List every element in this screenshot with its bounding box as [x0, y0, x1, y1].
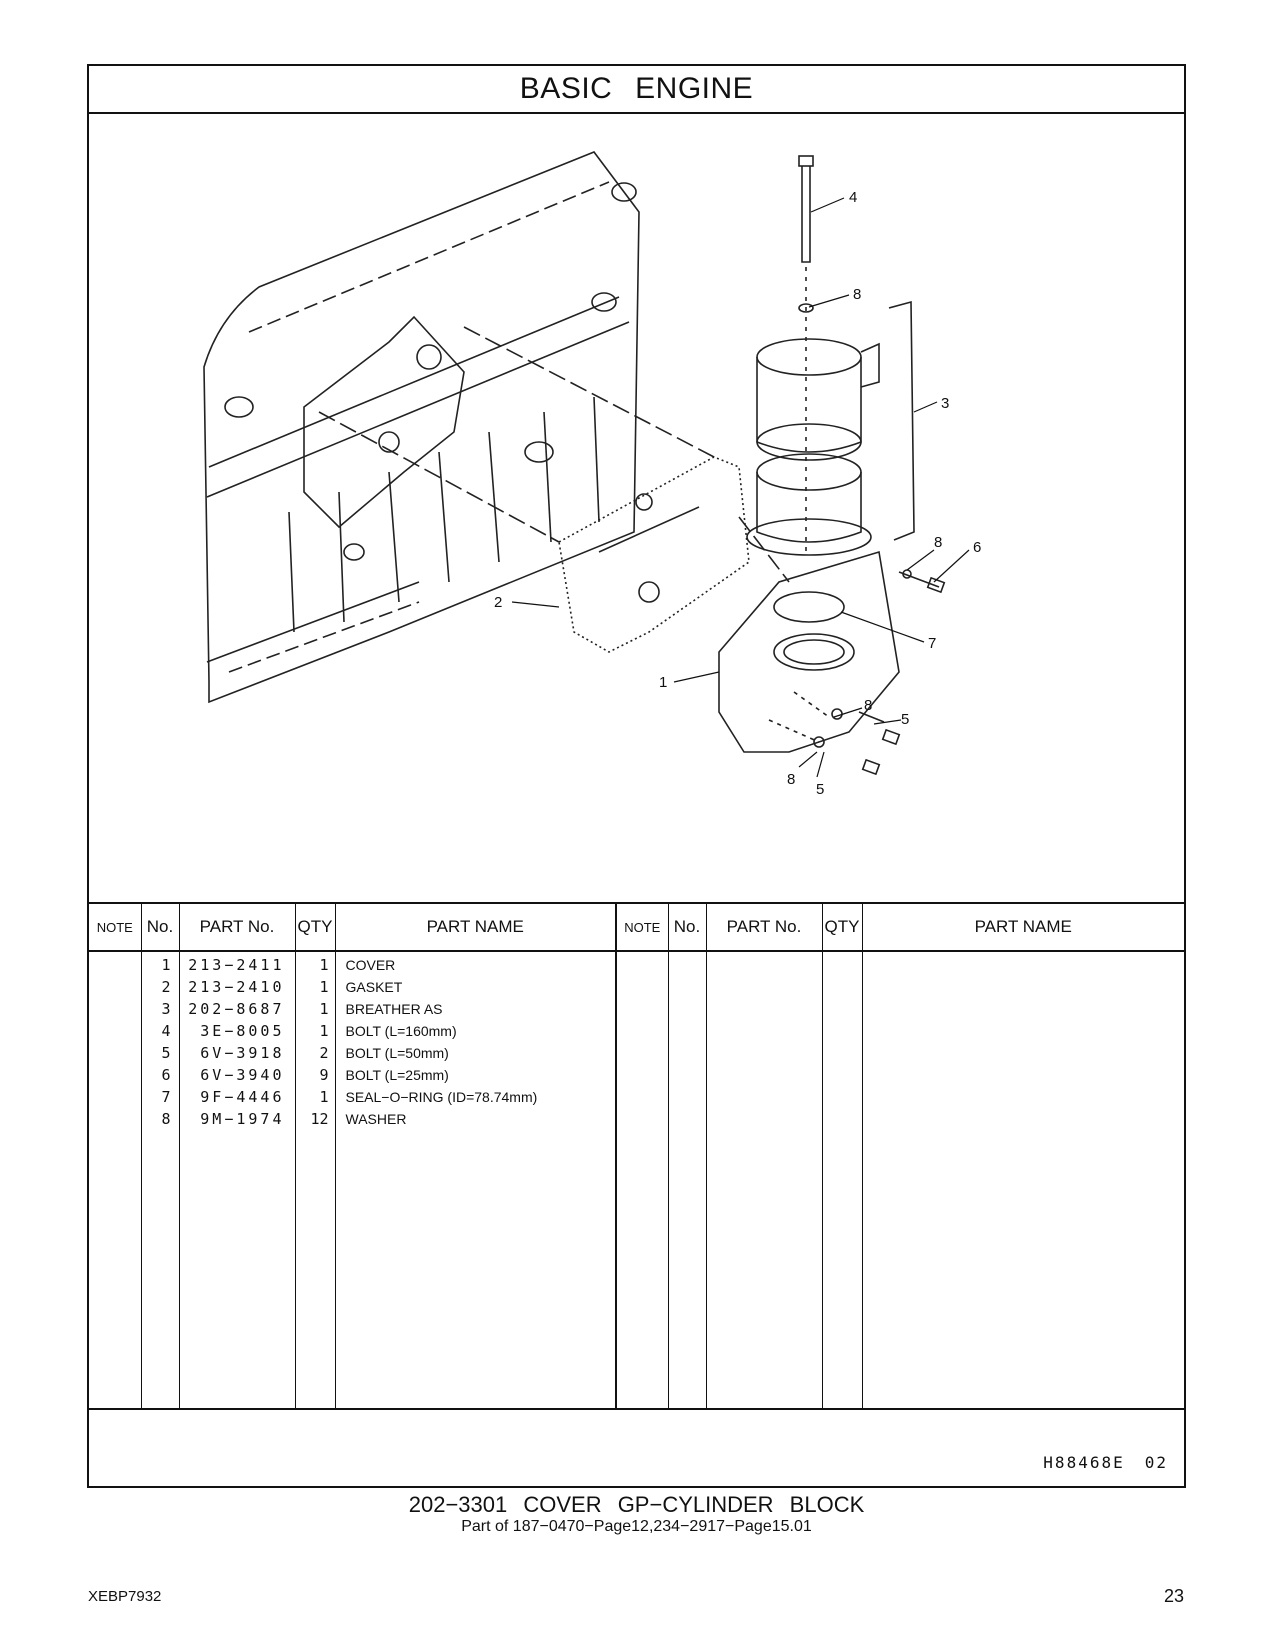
header-part-name-left: PART NAME: [334, 904, 616, 952]
caption-main: 202−3301 COVER GP−CYLINDER BLOCK: [408, 1492, 865, 1517]
quantity: 2: [319, 1044, 329, 1062]
leader-lines: [511, 197, 970, 778]
callout-8-top: 8: [853, 286, 861, 303]
header-no-right: No.: [667, 904, 706, 952]
item-number: 3: [161, 1000, 171, 1018]
no-column-right: [667, 951, 706, 1408]
part-name: COVER: [345, 957, 396, 973]
callout-labels: 4 8 3 8 6 2 7 1 8 5 8 5: [494, 189, 981, 798]
item-number: 1: [161, 956, 171, 974]
quantity: 12: [310, 1110, 329, 1128]
callout-7: 7: [928, 635, 936, 652]
figure-revision: 02: [1144, 1453, 1168, 1472]
caption-sub: Part of 187−0470−Page12,234−2917−Page15.…: [461, 1518, 812, 1535]
quantity: 1: [319, 978, 329, 996]
item-number: 6: [161, 1066, 171, 1084]
header-no-left: No.: [140, 904, 179, 952]
figure-caption: 202−3301 COVER GP−CYLINDER BLOCK Part of…: [0, 1492, 1273, 1536]
item-number: 7: [161, 1088, 171, 1106]
callout-5-mid: 5: [901, 711, 909, 728]
callout-8-right: 8: [934, 534, 942, 551]
header-qty-right: QTY: [821, 904, 862, 952]
header-part-no-right: PART No.: [705, 904, 822, 952]
part-no-column-cell: 213−2411 213−2410 202−8687 3E−8005 6V−39…: [178, 951, 295, 1408]
part-name-list: COVER GASKET BREATHER AS BOLT (L=160mm) …: [336, 954, 616, 1130]
part-name: WASHER: [345, 1111, 407, 1127]
figure-code: H88468E: [1043, 1453, 1125, 1472]
callout-4: 4: [849, 189, 857, 206]
qty-column-cell: 1 1 1 1 2 9 1 12: [294, 951, 335, 1408]
quantity-list: 1 1 1 1 2 9 1 12: [296, 954, 335, 1130]
quantity: 1: [319, 956, 329, 974]
part-no-column-right: [705, 951, 822, 1408]
note-column-left: [89, 951, 141, 1408]
part-number: 9F−4446: [200, 1088, 285, 1106]
part-number: 3E−8005: [200, 1022, 285, 1040]
item-number-list: 1 2 3 4 5 6 7 8: [142, 954, 179, 1130]
header-note-left: NOTE: [89, 904, 141, 952]
part-number: 6V−3918: [200, 1044, 285, 1062]
part-number: 213−2410: [188, 978, 285, 996]
parts-table-body: 1 2 3 4 5 6 7 8 213−2411 2: [89, 951, 1184, 1408]
parts-table-header: NOTE No. PART No. QTY PART NAME NOTE No.…: [89, 904, 1184, 952]
quantity: 9: [319, 1066, 329, 1084]
part-name-column-right: [861, 951, 1184, 1408]
quantity: 1: [319, 1088, 329, 1106]
header-qty-left: QTY: [294, 904, 335, 952]
qty-column-right: [821, 951, 862, 1408]
parts-list: NOTE No. PART No. QTY PART NAME NOTE No.…: [89, 902, 1184, 1410]
callout-8-mid: 8: [864, 697, 872, 714]
page-title: BASIC ENGINE: [89, 66, 1184, 114]
part-name: SEAL−O−RING (ID=78.74mm): [345, 1089, 538, 1105]
exploded-diagram: 4 8 3 8 6 2 7 1 8 5 8 5: [89, 112, 1184, 902]
diagram-svg: 4 8 3 8 6 2 7 1 8 5 8 5: [203, 151, 981, 798]
quantity: 1: [319, 1000, 329, 1018]
part-name-column-cell: COVER GASKET BREATHER AS BOLT (L=160mm) …: [334, 951, 616, 1408]
part-name: BOLT (L=50mm): [345, 1045, 449, 1061]
callout-8-bottom: 8: [787, 771, 795, 788]
part-number: 6V−3940: [200, 1066, 285, 1084]
page-number: 23: [1163, 1586, 1184, 1606]
callout-3: 3: [941, 395, 949, 412]
header-note-right: NOTE: [615, 904, 668, 952]
part-number-list: 213−2411 213−2410 202−8687 3E−8005 6V−39…: [180, 954, 295, 1130]
callout-2: 2: [494, 594, 502, 611]
part-name: BOLT (L=25mm): [345, 1067, 449, 1083]
document-id: XEBP7932: [88, 1588, 162, 1605]
callout-6: 6: [973, 539, 981, 556]
callout-5-bottom: 5: [816, 781, 824, 798]
page-frame: BASIC ENGINE: [87, 64, 1186, 1488]
part-number: 213−2411: [188, 956, 285, 974]
part-name: BOLT (L=160mm): [345, 1023, 457, 1039]
part-number: 9M−1974: [200, 1110, 285, 1128]
header-part-no-left: PART No.: [178, 904, 295, 952]
part-name: BREATHER AS: [345, 1001, 443, 1017]
no-column-cell: 1 2 3 4 5 6 7 8: [140, 951, 179, 1408]
part-number: 202−8687: [188, 1000, 285, 1018]
item-number: 5: [161, 1044, 171, 1062]
note-column-right: [615, 951, 668, 1408]
item-number: 2: [161, 978, 171, 996]
quantity: 1: [319, 1022, 329, 1040]
header-part-name-right: PART NAME: [861, 904, 1184, 952]
parts-table: NOTE No. PART No. QTY PART NAME NOTE No.…: [89, 904, 1184, 1408]
item-number: 4: [161, 1022, 171, 1040]
figure-reference: H88468E 02: [1043, 1453, 1168, 1472]
callout-1: 1: [659, 674, 667, 691]
part-name: GASKET: [345, 979, 403, 995]
item-number: 8: [161, 1110, 171, 1128]
engine-block-drawing: [203, 151, 946, 776]
